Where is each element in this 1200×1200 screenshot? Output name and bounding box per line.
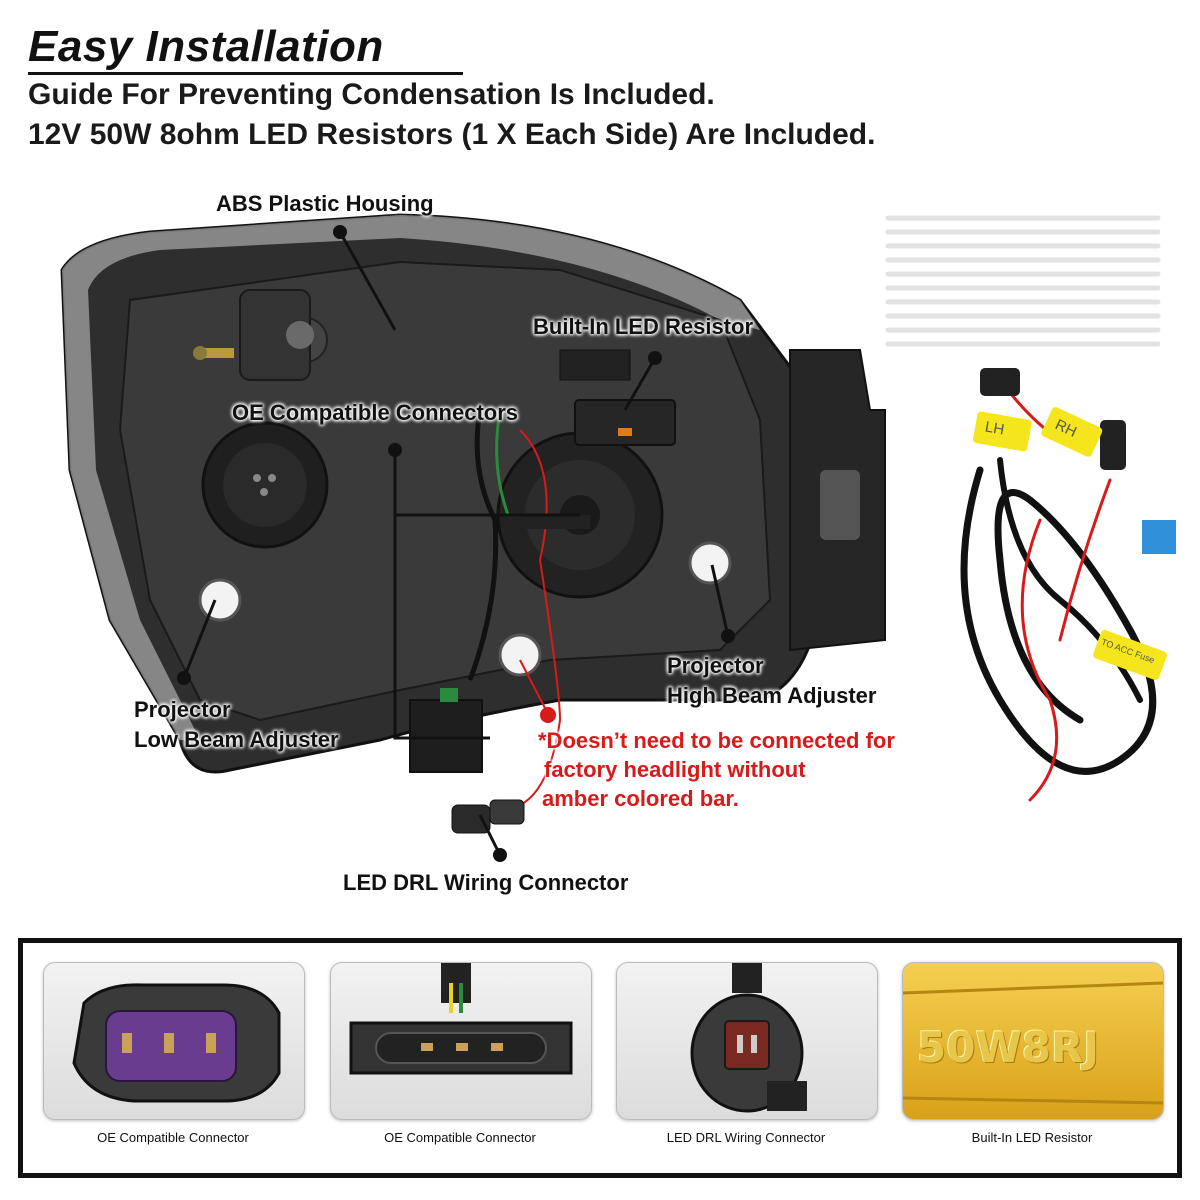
subtitle-condensation: Guide For Preventing Condensation Is Inc… xyxy=(28,78,715,111)
callout-leaders xyxy=(177,225,735,862)
harness-tags xyxy=(973,407,1167,680)
label-low-beam-line1: Projector xyxy=(134,697,231,722)
thumb-led-resistor: 50W8RJ xyxy=(902,962,1164,1120)
caption-drl-connector: LED DRL Wiring Connector xyxy=(666,1130,826,1145)
subtitle-resistors: 12V 50W 8ohm LED Resistors (1 X Each Sid… xyxy=(28,118,876,151)
page-title: Easy Installation xyxy=(28,22,384,71)
caption-led-resistor: Built-In LED Resistor xyxy=(971,1130,1093,1145)
title-underline xyxy=(28,72,463,75)
thumb-oe-connector-2 xyxy=(330,962,592,1120)
caption-oe-connector-2: OE Compatible Connector xyxy=(384,1130,536,1145)
label-high-beam-line2: High Beam Adjuster xyxy=(667,683,877,708)
tag-lh: LH xyxy=(983,418,1006,439)
note-leader xyxy=(519,659,556,723)
zip-ties xyxy=(885,215,1161,347)
label-built-in-resistor: Built-In LED Resistor xyxy=(533,314,754,339)
drl-note-line2: factory headlight without xyxy=(544,757,806,782)
headlight-illustration xyxy=(60,213,1176,862)
label-high-beam-line1: Projector xyxy=(667,653,764,678)
label-abs-housing: ABS Plastic Housing xyxy=(216,191,434,216)
drl-note-line1: *Doesn’t need to be connected for xyxy=(538,728,895,753)
drl-note-line3: amber colored bar. xyxy=(542,786,739,811)
label-low-beam-line2: Low Beam Adjuster xyxy=(134,727,339,752)
drl-note: *Doesn’t need to be connected for factor… xyxy=(538,726,895,813)
connector-panel xyxy=(18,938,1182,1178)
resistor-stamp: 50W8RJ xyxy=(917,1023,1099,1072)
caption-oe-connector-1: OE Compatible Connector xyxy=(97,1130,249,1145)
label-oe-connectors: OE Compatible Connectors xyxy=(232,400,519,425)
thumb-drl-connector xyxy=(616,962,878,1120)
thumb-oe-connector-1 xyxy=(43,962,305,1120)
label-drl-connector: LED DRL Wiring Connector xyxy=(343,870,629,895)
